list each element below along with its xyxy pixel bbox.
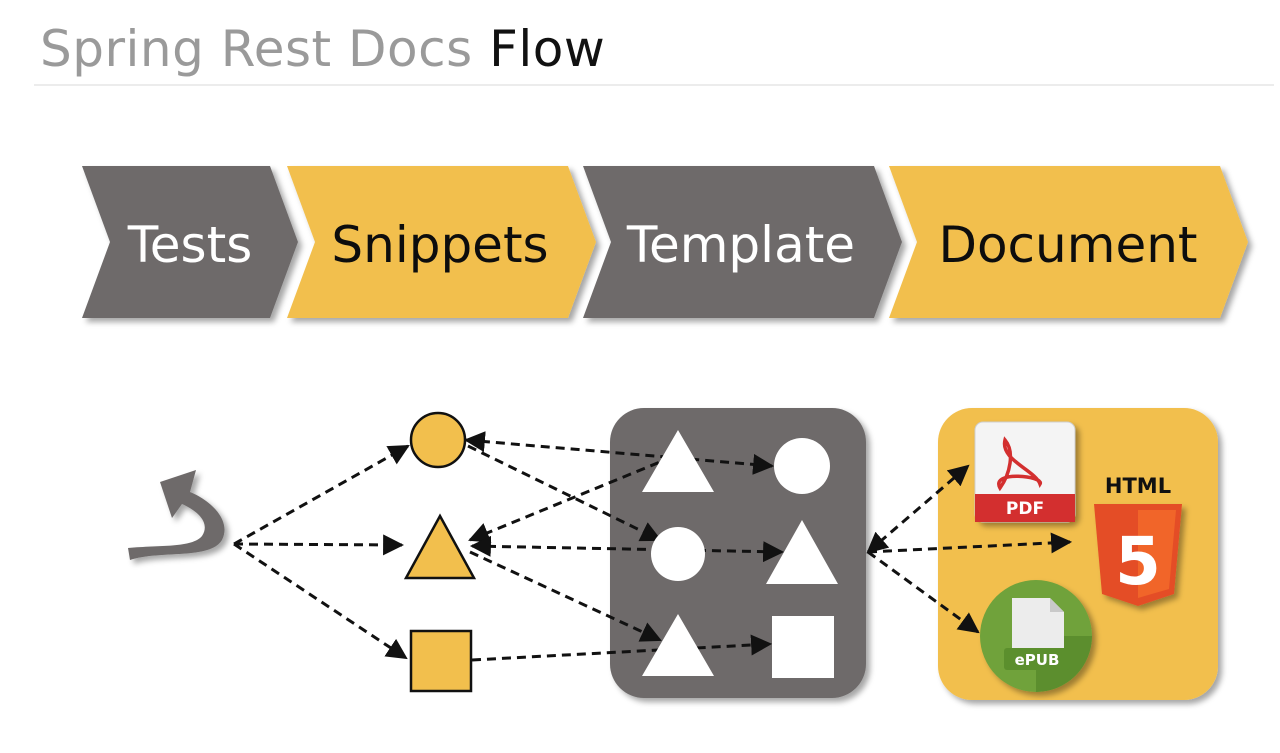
template-triangle-top	[642, 430, 714, 492]
stage-bar: Tests Snippets Template Document	[82, 166, 1248, 318]
template-circle-mid	[651, 527, 705, 581]
stage-template: Template	[583, 166, 902, 318]
epub-label: ePUB	[1015, 651, 1060, 669]
snippet-triangle	[403, 513, 477, 580]
stage-label-template: Template	[626, 216, 855, 274]
template-triangle-mid	[766, 520, 838, 584]
arrow-triangle-to-template-triangle	[468, 460, 661, 543]
arrow-triangle-to-template-lower-triangle	[469, 550, 662, 642]
stage-label-snippets: Snippets	[331, 216, 548, 274]
stage-tests: Tests	[82, 166, 298, 318]
template-triangle-bottom	[642, 614, 714, 676]
title-dark: Flow	[489, 20, 606, 78]
arrow-template-to-epub	[867, 550, 980, 634]
stage-label-document: Document	[938, 216, 1197, 274]
epub-icon: ePUB	[980, 580, 1092, 692]
template-circle-top	[774, 438, 830, 494]
arrow-square-to-template-square	[471, 634, 773, 662]
arrow-circle-to-template-small-circle	[467, 444, 662, 542]
pdf-icon: PDF	[974, 421, 1076, 523]
pdf-label: PDF	[1006, 499, 1044, 519]
arrow-triangle-to-template-big-triangle	[469, 535, 785, 563]
template-square	[772, 616, 834, 678]
page-title: Spring Rest Docs Flow	[40, 14, 605, 84]
arrow-test-to-circle	[233, 444, 410, 546]
arrow-test-to-triangle	[233, 534, 405, 556]
title-light: Spring Rest Docs	[40, 20, 473, 78]
arrow-circle-to-template-circle	[463, 431, 775, 475]
template-shapes	[642, 430, 838, 678]
flow-arrows	[233, 431, 1073, 662]
stage-snippets: Snippets	[287, 166, 596, 318]
arrow-template-to-pdf	[866, 464, 970, 554]
stage-document: Document	[889, 166, 1248, 318]
snippet-shapes	[403, 411, 477, 693]
arrow-test-to-square	[233, 542, 408, 660]
snippet-circle	[409, 411, 467, 469]
curved-arrow-icon	[128, 470, 225, 560]
html5-icon: HTML 5	[1094, 474, 1182, 606]
arrow-template-to-html	[867, 532, 1073, 554]
title-divider	[34, 84, 1274, 86]
html-label: HTML	[1105, 474, 1171, 498]
html5-number: 5	[1115, 523, 1161, 600]
snippet-square	[409, 629, 473, 693]
stage-label-tests: Tests	[127, 216, 253, 274]
